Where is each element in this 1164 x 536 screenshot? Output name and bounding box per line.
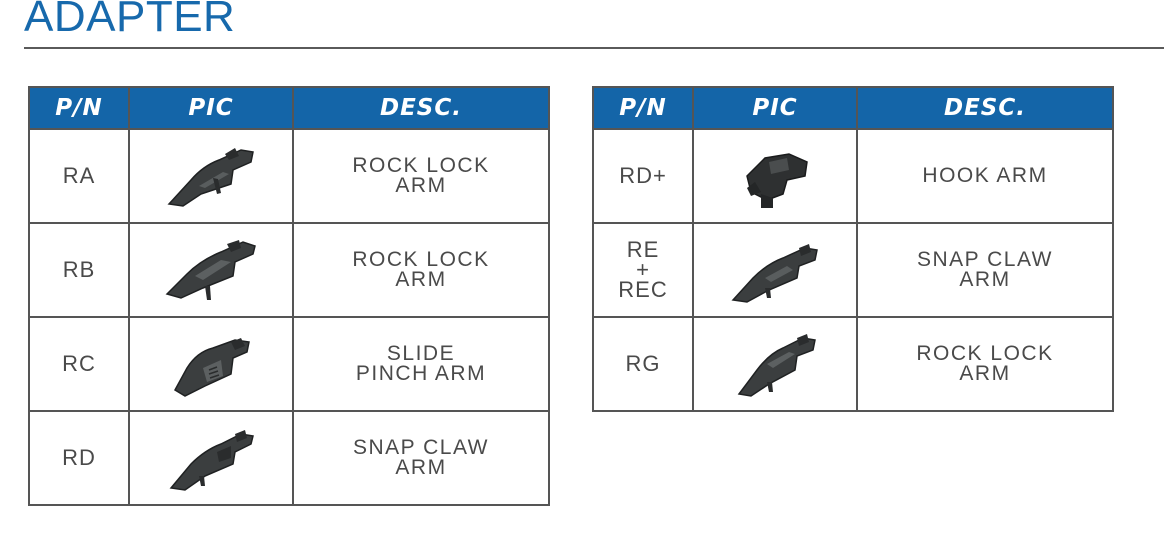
part-number: RC <box>28 316 130 412</box>
wiper-adapter-re-icon <box>692 222 858 318</box>
wiper-adapter-rc-icon <box>128 316 294 412</box>
table-row: RD+ HOOK ARM <box>592 128 1114 224</box>
wiper-adapter-rg-icon <box>692 316 858 412</box>
part-number: RD+ <box>592 128 694 224</box>
header-pic: PIC <box>128 86 294 130</box>
adapter-table-right: P/N PIC DESC. RD+ HOOK ARM RE+REC <box>592 86 1114 412</box>
page-title: ADAPTER <box>24 0 236 41</box>
wiper-adapter-rb-icon <box>128 222 294 318</box>
part-number: RD <box>28 410 130 506</box>
wiper-adapter-ra-icon <box>128 128 294 224</box>
header-pic: PIC <box>692 86 858 130</box>
title-divider <box>24 47 1164 49</box>
header-pn: P/N <box>592 86 694 130</box>
wiper-adapter-rd-icon <box>128 410 294 506</box>
header-desc: DESC. <box>856 86 1114 130</box>
header-pn: P/N <box>28 86 130 130</box>
part-number: RG <box>592 316 694 412</box>
wiper-adapter-rdplus-icon <box>692 128 858 224</box>
header-desc: DESC. <box>292 86 550 130</box>
part-number: RA <box>28 128 130 224</box>
part-number: RE+REC <box>592 222 694 318</box>
part-number: RB <box>28 222 130 318</box>
table-header-row: P/N PIC DESC. <box>28 86 550 130</box>
table-header-row: P/N PIC DESC. <box>592 86 1114 130</box>
part-description: HOOK ARM <box>856 128 1114 224</box>
